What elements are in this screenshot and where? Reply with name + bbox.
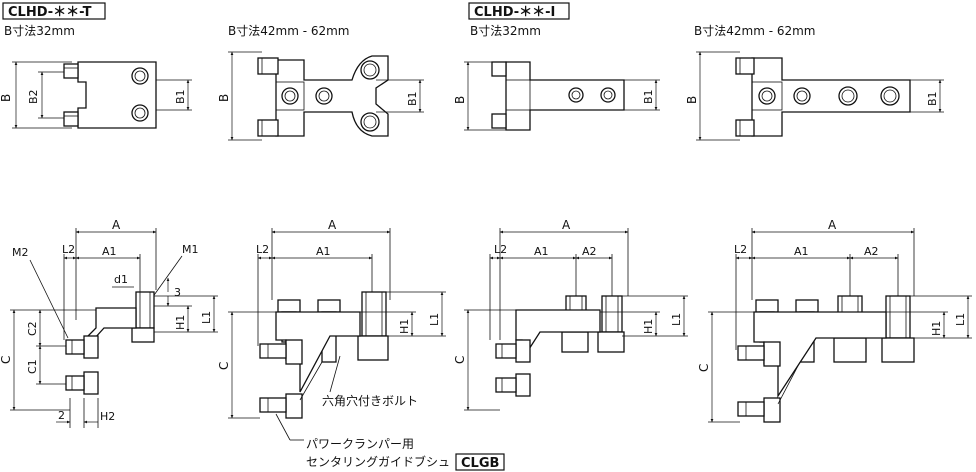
side-view-i-42: A L2 A1 A2 H1 L1 xyxy=(697,218,972,423)
dim-c1: C1 xyxy=(26,359,39,374)
dim-h1-3: H1 xyxy=(642,319,655,334)
dim-h1-2: H1 xyxy=(398,319,411,334)
callout-bushing-line1: パワークランパー用 xyxy=(306,437,414,451)
side-view-t-32: A L2 A1 M1 M2 d1 3 H1 xyxy=(0,218,218,428)
dim-b1-2: B1 xyxy=(406,91,419,106)
label-3: 3 xyxy=(174,286,181,299)
dim-l2-1: L2 xyxy=(62,243,75,256)
top-view-t-32: B B2 B1 xyxy=(0,61,192,129)
clgb-label: CLGB xyxy=(461,456,499,471)
dim-a1-3: A1 xyxy=(534,245,549,258)
top-view-i-32: B B1 xyxy=(453,61,660,131)
dim-a1-2: A1 xyxy=(316,245,331,258)
b32-right-caption: B寸法32mm xyxy=(470,24,541,38)
dim-a1-4: A1 xyxy=(794,245,809,258)
dim-a2-2: A2 xyxy=(864,245,879,258)
model-i-box xyxy=(468,2,570,20)
dim-l2-2: L2 xyxy=(256,243,269,256)
dim-a1-1: A1 xyxy=(102,245,117,258)
dim-b1-1: B1 xyxy=(174,89,187,104)
dim-l2-3: L2 xyxy=(494,243,507,256)
b32-left-caption: B寸法32mm xyxy=(4,24,75,38)
model-t-box xyxy=(2,2,106,20)
dim-b-3: B xyxy=(453,96,467,104)
dim-c-2: C xyxy=(217,362,231,370)
dim-c2: C2 xyxy=(26,321,39,336)
callout-hex-bolt: 六角穴付きボルト xyxy=(322,393,418,408)
dim-a-1: A xyxy=(112,218,121,232)
dim-a-4: A xyxy=(828,218,837,232)
b42-left-caption: B寸法42mm - 62mm xyxy=(228,24,350,38)
label-m2: M2 xyxy=(12,246,29,259)
dim-b2: B2 xyxy=(27,89,40,104)
dim-b1-4: B1 xyxy=(926,91,939,106)
label-d1: d1 xyxy=(114,273,128,286)
side-view-t-42: A L2 A1 H1 L1 C xyxy=(217,218,505,471)
label-2: 2 xyxy=(58,409,65,422)
dim-b-2: B xyxy=(217,94,231,102)
top-view-i-42: B B1 xyxy=(685,51,944,141)
callout-bushing-line2: センタリングガイドブシュ xyxy=(306,454,450,469)
label-m1: M1 xyxy=(182,243,199,256)
dim-b-4: B xyxy=(685,96,699,104)
dim-b-1: B xyxy=(0,94,13,102)
b42-right-caption: B寸法42mm - 62mm xyxy=(694,24,816,38)
dim-h1-1: H1 xyxy=(174,315,187,330)
dim-a2-1: A2 xyxy=(582,245,597,258)
model-i-label: CLHD-＊＊-I xyxy=(474,5,555,20)
clgb-box xyxy=(455,453,505,471)
side-view-i-32: A L2 A1 A2 H1 L1 C xyxy=(453,218,688,411)
dim-l1-3: L1 xyxy=(670,313,683,326)
dim-l2-4: L2 xyxy=(734,243,747,256)
dim-c-4: C xyxy=(697,364,711,372)
dim-l1-2: L1 xyxy=(428,313,441,326)
dim-b1-3: B1 xyxy=(642,89,655,104)
dim-l1-4: L1 xyxy=(954,313,967,326)
dim-h1-4: H1 xyxy=(930,321,943,336)
dim-a-3: A xyxy=(562,218,571,232)
dim-c-3: C xyxy=(453,356,467,364)
dim-h2: H2 xyxy=(100,410,115,423)
top-view-t-42: B B1 xyxy=(217,51,424,141)
model-t-label: CLHD-＊＊-T xyxy=(8,5,92,20)
dim-a-2: A xyxy=(328,218,337,232)
dim-l1-1: L1 xyxy=(200,311,213,324)
dim-c-1: C xyxy=(0,356,13,364)
